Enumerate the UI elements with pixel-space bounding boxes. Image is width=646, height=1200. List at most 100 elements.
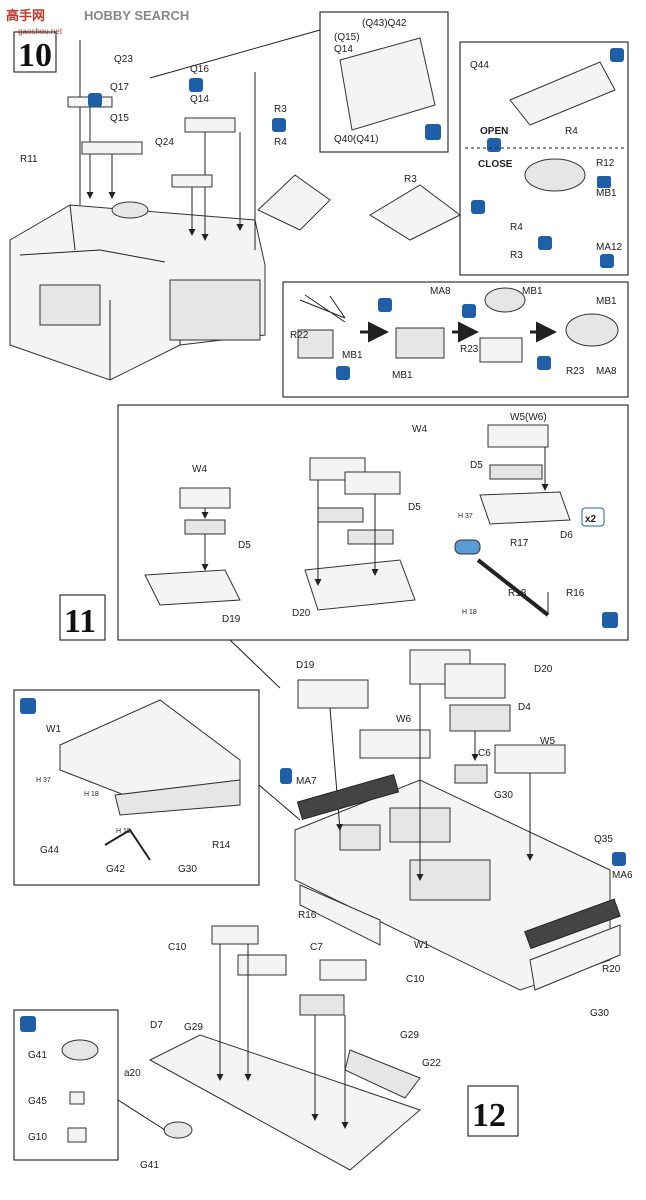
step-11-detail: W4 D5 D19 W4 D5 D20 W5(W6) D5 D6 x2 R17 …	[117, 404, 629, 641]
step-11-main: D19 D20 D4 W6 C6 W5 MA7 G30 Q35 MA6 R16 …	[13, 649, 633, 1019]
part-q24	[171, 174, 213, 188]
label-r3b: R3	[404, 174, 417, 185]
label-q43q42: (Q43)Q42	[362, 18, 407, 29]
part-d5c	[489, 464, 543, 480]
label-d5a: D5	[238, 540, 251, 551]
label-w5w6: W5(W6)	[510, 412, 547, 423]
part-d6	[479, 491, 571, 525]
detail-box-g41	[13, 1009, 119, 1161]
part-g45	[69, 1091, 85, 1105]
label-d5c: D5	[470, 460, 483, 471]
part-r14	[114, 779, 241, 816]
step-11-frame	[59, 594, 106, 641]
label-q14: Q14	[190, 94, 209, 105]
part-d5	[184, 519, 226, 535]
label-d4: D4	[518, 702, 531, 713]
label-q14b: Q14	[334, 44, 353, 55]
label-g41b: G41	[140, 1160, 159, 1171]
part-w4	[179, 487, 231, 509]
part-w4b2	[344, 471, 401, 495]
part-w5-main	[494, 744, 566, 774]
detail-box-w1	[13, 689, 260, 886]
label-r11: R11	[20, 154, 38, 165]
label-mb1c: MB1	[392, 370, 413, 381]
glue-icon	[471, 200, 485, 214]
step-10-frame	[13, 31, 57, 73]
glue-icon	[597, 176, 611, 188]
detail-box-hatches	[117, 404, 629, 641]
label-q40q41: Q40(Q41)	[334, 134, 378, 145]
step-12-frame	[467, 1085, 519, 1137]
part-g10	[67, 1127, 87, 1143]
part-d5b2	[347, 529, 394, 545]
watermark-cjk: 高手网	[6, 8, 45, 23]
label-c10a: C10	[168, 942, 187, 953]
part-d20	[304, 559, 416, 611]
part-c10a	[211, 925, 259, 945]
part-q14-detail	[339, 37, 436, 131]
paint-icon	[20, 1016, 36, 1032]
label-ma8b: MA8	[596, 366, 617, 377]
paint-icon	[425, 124, 441, 140]
label-d20a: D20	[292, 608, 311, 619]
label-h37: H 37	[458, 513, 473, 520]
label-x2: x2	[585, 514, 597, 525]
label-w1b: W1	[414, 940, 429, 951]
label-g22: G22	[422, 1058, 441, 1069]
glue-icon	[487, 138, 501, 152]
label-d19b: D19	[296, 660, 315, 671]
label-q17: Q17	[110, 82, 129, 93]
part-c10b-plate	[299, 994, 345, 1016]
label-q24: Q24	[155, 137, 174, 148]
part-c7	[237, 954, 287, 976]
paint-icon	[610, 48, 624, 62]
label-r4b: R4	[565, 126, 578, 137]
label-r18: R18	[508, 588, 527, 599]
paint-icon	[280, 768, 292, 784]
label-q16: Q16	[190, 64, 209, 75]
label-w4b: W4	[412, 424, 427, 435]
label-d7: D7	[150, 1020, 163, 1031]
part-c6	[454, 764, 488, 784]
label-d20b: D20	[534, 664, 553, 675]
part-r17-tube	[454, 539, 481, 555]
part-ma7-grille	[296, 773, 400, 821]
part-mb1	[524, 158, 586, 192]
part-r4	[257, 174, 331, 231]
cut-icon	[537, 356, 551, 370]
label-mb1d: MB1	[522, 286, 543, 297]
label-r23a: R23	[460, 344, 479, 355]
step-10: 10 Q23 Q17 Q15 Q16 Q14 Q24 R11 R3	[9, 11, 629, 398]
label-h37b: H 37	[36, 777, 51, 784]
label-g30b: G30	[178, 864, 197, 875]
label-r16b: R16	[298, 910, 317, 921]
part-r20	[529, 924, 621, 991]
step-12: C10 C7 C10 G29 G29 D7 a20 G22 G41 G45 G1…	[13, 925, 519, 1171]
label-w1a: W1	[46, 724, 61, 735]
label-q23: Q23	[114, 54, 133, 65]
glue-icon	[88, 93, 102, 107]
label-w6: W6	[396, 714, 411, 725]
up-icon	[336, 366, 350, 380]
label-g42: G42	[106, 864, 125, 875]
watermark-brand: HOBBY SEARCH	[84, 8, 189, 23]
paint-icon	[602, 612, 618, 628]
detail-box-r4	[459, 41, 629, 276]
label-r12: R12	[596, 158, 615, 169]
label-g29a: G29	[184, 1022, 203, 1033]
label-r3c: R3	[510, 250, 523, 261]
step-12-number: 12	[472, 1097, 506, 1134]
part-w6	[359, 729, 431, 759]
part-d19	[144, 569, 241, 606]
paint-icon	[600, 254, 614, 268]
part-q15	[81, 141, 143, 155]
detail-box-hatch	[319, 11, 449, 153]
label-w4a: W4	[192, 464, 207, 475]
label-r4: R4	[274, 137, 287, 148]
label-r3: R3	[274, 104, 287, 115]
label-r4c: R4	[510, 222, 523, 233]
label-r23b: R23	[566, 366, 585, 377]
label-w5: W5	[540, 736, 555, 747]
label-g41a: G41	[28, 1050, 47, 1061]
label-r16a: R16	[566, 588, 585, 599]
